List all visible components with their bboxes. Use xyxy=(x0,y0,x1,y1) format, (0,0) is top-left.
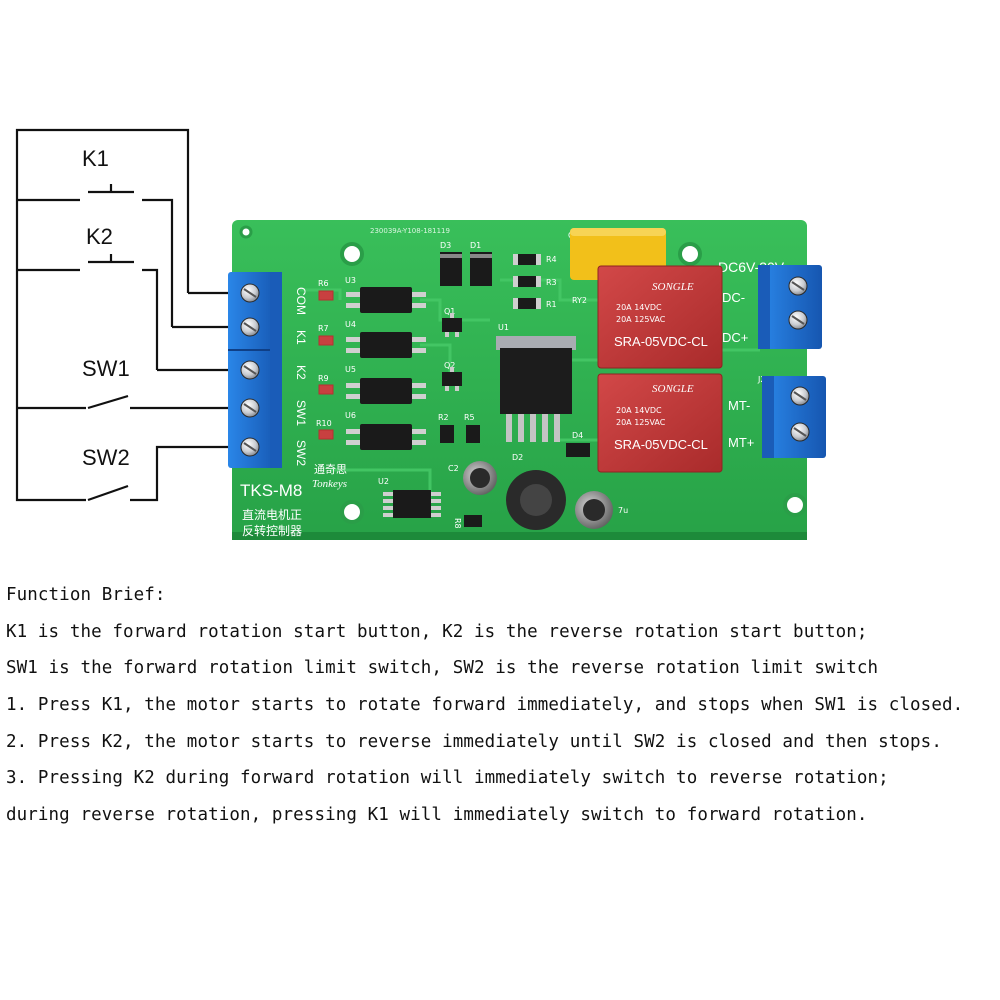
sw1-switch-symbol xyxy=(86,394,130,414)
relay-ry1: SONGLE 20A 14VDC 20A 125VAC SRA-05VDC-CL xyxy=(597,373,723,473)
terminal-label-dc-minus: DC- xyxy=(722,290,745,305)
relay2-model: SRA-05VDC-CL xyxy=(614,437,708,452)
ref-u2: U2 xyxy=(378,477,389,486)
mount-hole-left xyxy=(239,225,253,239)
k1-label: K1 xyxy=(82,146,109,171)
brief-line: 3. Pressing K2 during forward rotation w… xyxy=(6,768,889,789)
relay2-rating1: 20A 14VDC xyxy=(616,406,662,415)
sw2-switch-symbol xyxy=(86,484,130,506)
brand-en: Tonkeys xyxy=(312,478,347,490)
power-terminal-block xyxy=(758,265,822,349)
transistor-q1 xyxy=(442,313,462,337)
pcb-code: 230039A-Y108-181119 xyxy=(370,227,450,235)
relay2-rating2: 20A 125VAC xyxy=(616,418,666,427)
optocoupler-u3 xyxy=(346,287,426,313)
diode-d4 xyxy=(566,443,590,457)
external-wiring xyxy=(15,128,232,502)
sw1-label: SW1 xyxy=(82,356,130,381)
ref-u1: U1 xyxy=(498,323,509,332)
ref-ry2: RY2 xyxy=(572,296,587,305)
capacitor-c2 xyxy=(463,461,497,495)
optocoupler-u4 xyxy=(346,332,426,358)
terminal-label-com: COM xyxy=(294,287,308,315)
ref-d1: D1 xyxy=(470,241,481,250)
ic-u2 xyxy=(383,490,441,518)
mount-hole-tr xyxy=(678,242,702,266)
brief-line: K1 is the forward rotation start button,… xyxy=(6,621,868,642)
brand-cn: 通奇思 xyxy=(314,463,347,476)
mount-hole-tl xyxy=(340,242,364,266)
optocoupler-u5 xyxy=(346,378,426,404)
diode-d3 xyxy=(440,252,462,286)
terminal-label-sw1: SW1 xyxy=(294,400,308,426)
inductor xyxy=(506,470,566,530)
ref-r5: R5 xyxy=(464,413,475,422)
terminal-label-k1: K1 xyxy=(294,330,308,345)
k1-button-symbol xyxy=(80,184,142,206)
capacitor-out xyxy=(575,491,613,529)
ref-d3: D3 xyxy=(440,241,451,250)
motor-terminal-block xyxy=(762,376,826,458)
relay1-rating1: 20A 14VDC xyxy=(616,303,662,312)
regulator-u1 xyxy=(496,336,576,442)
brief-line: 1. Press K1, the motor starts to rotate … xyxy=(6,695,964,716)
ref-u6: U6 xyxy=(345,411,356,420)
ref-r6: R6 xyxy=(318,279,329,288)
terminal-label-dc-plus: DC+ xyxy=(722,330,748,345)
ref-q2: Q2 xyxy=(444,361,455,370)
terminal-label-mt-minus: MT- xyxy=(728,398,750,413)
pcb-board: 230039A-Y108-181119 TKS-M8 通奇思 Tonkeys 直… xyxy=(228,220,826,540)
ref-q1: Q1 xyxy=(444,307,455,316)
model-label: TKS-M8 xyxy=(240,481,302,500)
brief-line: 2. Press K2, the motor starts to reverse… xyxy=(6,731,942,752)
ref-r2: R2 xyxy=(438,413,449,422)
input-terminal-block xyxy=(228,272,282,468)
mount-hole-bl xyxy=(340,500,364,524)
k2-button-symbol xyxy=(80,254,142,276)
relay-ry2: SONGLE 20A 14VDC 20A 125VAC SRA-05VDC-CL xyxy=(597,265,723,369)
relay1-model: SRA-05VDC-CL xyxy=(614,334,708,349)
optocoupler-u6 xyxy=(346,424,426,450)
ref-r1: R1 xyxy=(546,300,557,309)
ref-r8: R8 xyxy=(453,518,462,529)
mount-hole-br xyxy=(783,493,807,517)
relay1-rating2: 20A 125VAC xyxy=(616,315,666,324)
ref-r3: R3 xyxy=(546,278,557,287)
ref-d2: D2 xyxy=(512,453,523,462)
terminal-label-mt-plus: MT+ xyxy=(728,435,754,450)
ref-j2: J2 xyxy=(757,375,765,384)
ref-u5: U5 xyxy=(345,365,356,374)
ref-r10: R10 xyxy=(316,419,332,428)
sw2-label: SW2 xyxy=(82,445,130,470)
terminal-label-k2: K2 xyxy=(294,365,308,380)
ref-c2: C2 xyxy=(448,464,459,473)
brief-heading: Function Brief: xyxy=(6,585,166,605)
ref-cap: 7u xyxy=(618,506,628,515)
function-brief: Function Brief: K1 is the forward rotati… xyxy=(6,582,1000,839)
diode-d1 xyxy=(470,252,492,286)
title-cn-line1: 直流电机正 xyxy=(242,508,302,522)
terminal-label-sw2: SW2 xyxy=(294,440,308,466)
title-cn-line2: 反转控制器 xyxy=(242,523,302,538)
ref-r4: R4 xyxy=(546,255,557,264)
ref-u3: U3 xyxy=(345,276,356,285)
relay1-brand: SONGLE xyxy=(652,281,694,293)
ref-r9: R9 xyxy=(318,374,329,383)
brief-line: during reverse rotation, pressing K1 wil… xyxy=(6,805,868,826)
brief-line: SW1 is the forward rotation limit switch… xyxy=(6,658,879,679)
ref-d4: D4 xyxy=(572,431,583,440)
wiring-diagram: K1 K2 SW1 SW2 230039A-Y108-181119 T xyxy=(15,128,826,540)
k2-label: K2 xyxy=(86,224,113,249)
ref-u4: U4 xyxy=(345,320,356,329)
ref-r7: R7 xyxy=(318,324,329,333)
relay2-brand: SONGLE xyxy=(652,383,694,395)
transistor-q2 xyxy=(442,367,462,391)
